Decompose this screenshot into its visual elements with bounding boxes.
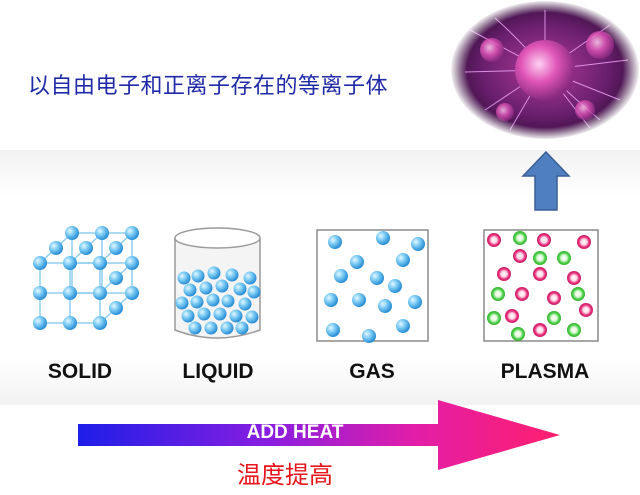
state-label-gas: GAS	[349, 360, 395, 383]
state-label-plasma: PLASMA	[500, 360, 590, 383]
gas-box-diagram	[315, 218, 430, 343]
plasma-ball-image	[450, 0, 640, 140]
temperature-increase-label: 温度提高	[237, 461, 333, 489]
liquid-beaker-diagram	[170, 218, 265, 348]
plasma-box-diagram	[482, 218, 607, 343]
add-heat-arrow	[78, 400, 560, 470]
headline-text: 以自由电子和正离子存在的等离子体	[28, 74, 389, 99]
state-label-solid: SOLID	[47, 360, 113, 383]
solid-lattice-diagram	[25, 218, 145, 338]
up-arrow-icon	[521, 150, 571, 211]
add-heat-label: ADD HEAT	[246, 422, 344, 443]
state-label-liquid: LIQUID	[182, 360, 254, 383]
